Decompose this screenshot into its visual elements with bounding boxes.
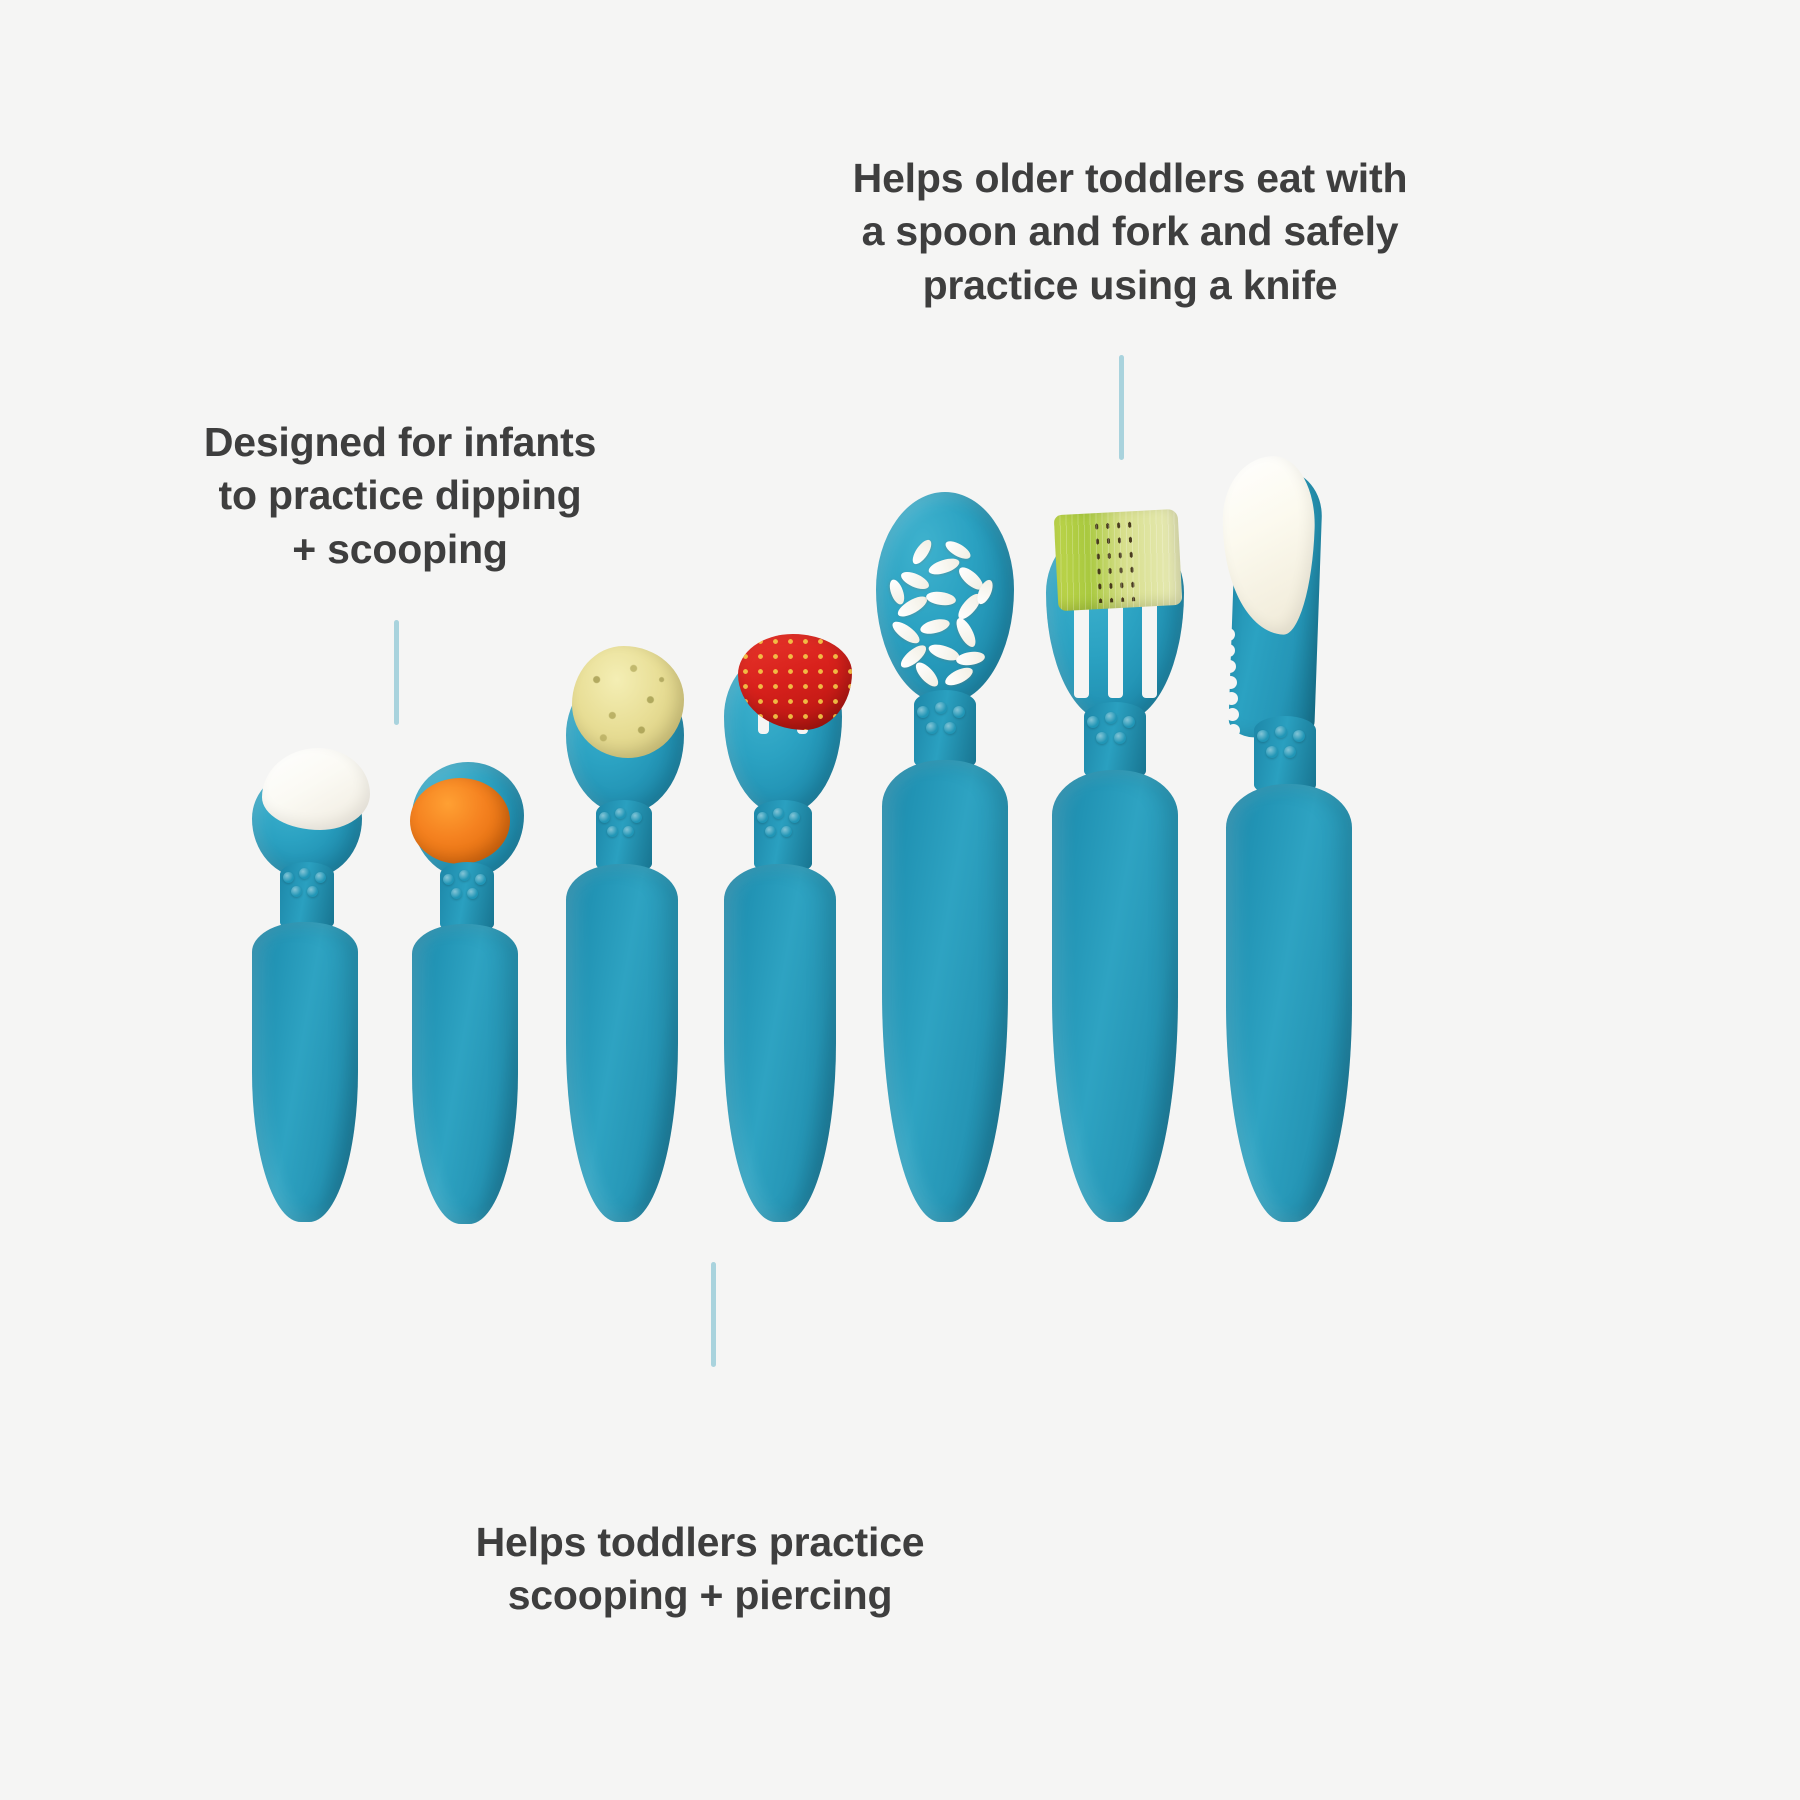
food-yogurt	[262, 748, 370, 830]
connector-line-older	[1119, 355, 1124, 460]
food-carrot-puree	[410, 778, 510, 864]
callout-older-toddlers: Helps older toddlers eat with a spoon an…	[852, 155, 1408, 308]
food-strawberry	[738, 634, 852, 730]
food-kiwi	[1053, 508, 1183, 612]
fork-tine-gap	[1142, 600, 1157, 698]
handle	[1226, 784, 1352, 1222]
handle	[882, 760, 1008, 1222]
handle	[1052, 770, 1178, 1222]
callout-infants: Designed for infants to practice dipping…	[203, 419, 597, 572]
food-egg-salad	[572, 646, 684, 758]
handle	[412, 924, 518, 1224]
connector-line-infants	[394, 620, 399, 725]
connector-line-toddlers	[711, 1262, 716, 1367]
callout-toddlers: Helps toddlers practice scooping + pierc…	[475, 1519, 925, 1619]
fork-tine-gap	[1074, 600, 1089, 698]
handle	[252, 922, 358, 1222]
fork-tine-gap	[1108, 600, 1123, 698]
handle	[724, 864, 836, 1222]
handle	[566, 864, 678, 1222]
